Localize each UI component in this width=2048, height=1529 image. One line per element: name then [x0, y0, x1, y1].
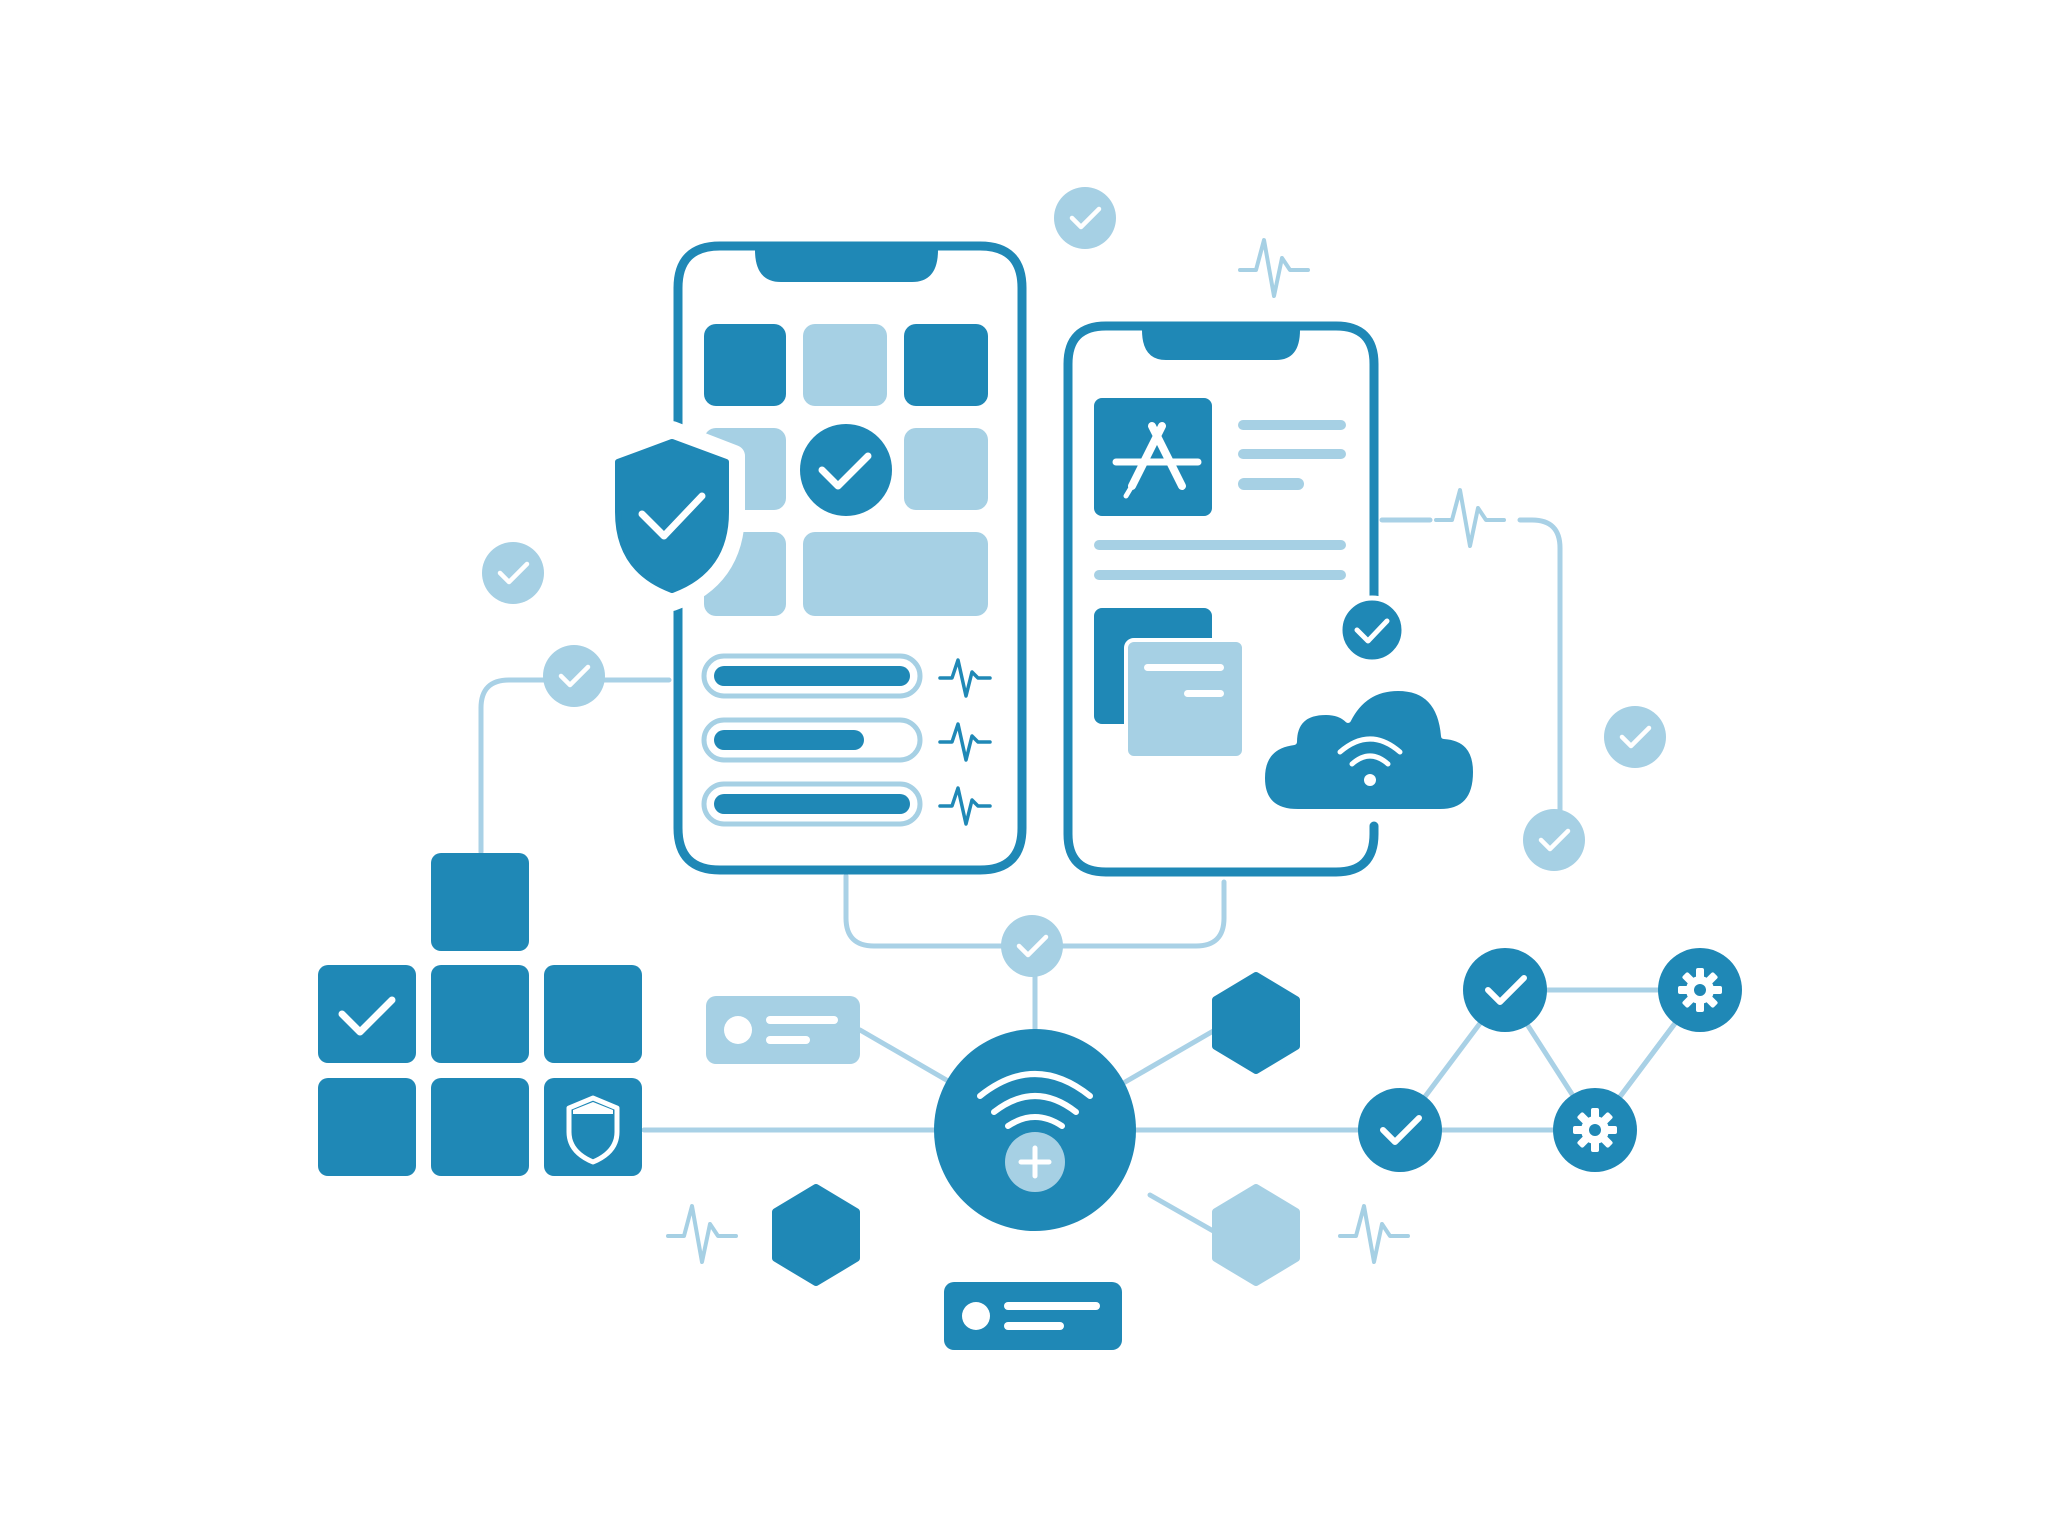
check-badge-light	[1604, 706, 1666, 768]
check-node	[1358, 1088, 1442, 1172]
gear-node	[1658, 948, 1742, 1032]
text-line	[1238, 449, 1346, 459]
grid-tile-shield	[544, 1078, 642, 1176]
app-store-icon	[1112, 422, 1202, 499]
check-icon	[497, 561, 530, 585]
check-icon	[1619, 725, 1652, 749]
text-line	[1238, 420, 1346, 430]
connector-right-loop	[1517, 517, 1563, 813]
grid-tile	[431, 1078, 529, 1176]
heartbeat-icon	[1338, 1204, 1410, 1264]
progress-row	[701, 717, 923, 763]
phone-right	[1063, 321, 1407, 877]
check-icon	[818, 452, 872, 490]
gear-node	[1553, 1088, 1637, 1172]
grid-tile	[544, 965, 642, 1063]
check-badge-light	[1523, 809, 1585, 871]
phone-left-frame	[673, 241, 1027, 875]
document-line	[1184, 690, 1224, 697]
text-line	[1094, 540, 1346, 550]
app-tile-wide	[803, 532, 988, 616]
check-icon	[1016, 934, 1049, 958]
hexagon-icon	[1212, 972, 1300, 1074]
check-icon	[1538, 828, 1571, 852]
grid-tile	[431, 853, 529, 951]
shield-check-badge	[599, 421, 745, 611]
heartbeat-icon	[1238, 238, 1310, 298]
central-hub	[934, 1029, 1136, 1231]
grid-tile-check	[318, 965, 416, 1063]
grid-tile	[318, 1078, 416, 1176]
info-card-bottom	[944, 1282, 1122, 1350]
phone-left	[673, 241, 1027, 875]
check-icon	[338, 996, 396, 1036]
app-store-tile	[1094, 398, 1212, 516]
shield-icon	[566, 1095, 620, 1165]
text-line	[1094, 570, 1346, 580]
tile-grid	[318, 853, 642, 1176]
app-tile	[904, 324, 988, 406]
connector-lines	[478, 517, 1705, 1235]
document-front	[1124, 638, 1246, 760]
check-badge-light	[482, 542, 544, 604]
heartbeat-icon	[938, 722, 992, 762]
phone-right-frame	[1063, 321, 1379, 877]
check-icon	[1354, 618, 1390, 644]
check-icon	[1069, 206, 1102, 230]
heartbeat-icon	[1434, 488, 1506, 548]
hexagon-icon	[772, 1184, 860, 1286]
check-badge-light	[1054, 187, 1116, 249]
app-tile	[704, 324, 786, 406]
check-badge-phone-right	[1337, 595, 1407, 665]
app-tile	[803, 324, 887, 406]
check-badge-light	[543, 645, 605, 707]
progress-row	[701, 653, 923, 699]
connector-hub-card	[857, 1027, 958, 1088]
document-line	[1144, 664, 1224, 671]
connector-hub-hex-top	[1117, 1027, 1218, 1088]
floating-check-badges	[482, 187, 1666, 977]
heartbeat-icon	[938, 658, 992, 698]
check-icon	[638, 492, 706, 540]
check-node	[1463, 948, 1547, 1032]
check-icon	[1485, 975, 1527, 1005]
phone-left-notch	[755, 250, 938, 282]
check-badge-light	[1001, 915, 1063, 977]
hexagons	[772, 972, 1300, 1286]
text-line	[1238, 478, 1304, 490]
app-tile	[904, 428, 988, 510]
check-badge-phone	[800, 424, 892, 516]
check-icon	[1380, 1115, 1422, 1145]
wifi-plus-icon	[977, 1071, 1093, 1192]
gear-icon	[1573, 1108, 1617, 1152]
check-icon	[558, 664, 591, 688]
cloud-wifi-icon	[1259, 685, 1479, 815]
progress-row	[701, 781, 923, 827]
heartbeat-icon	[666, 1204, 738, 1264]
shield-check-icon	[615, 439, 729, 593]
heartbeat-icon	[938, 786, 992, 826]
hexagon-icon	[1212, 1184, 1300, 1286]
info-card-top	[706, 996, 860, 1064]
connector-hub-hex-bottom	[1147, 1192, 1218, 1235]
grid-tile	[431, 965, 529, 1063]
connector-left-tablet	[478, 677, 672, 855]
network-nodes	[1358, 948, 1742, 1172]
cloud-wifi-badge	[1259, 685, 1479, 815]
phone-right-notch	[1142, 330, 1300, 360]
gear-icon	[1678, 968, 1722, 1012]
